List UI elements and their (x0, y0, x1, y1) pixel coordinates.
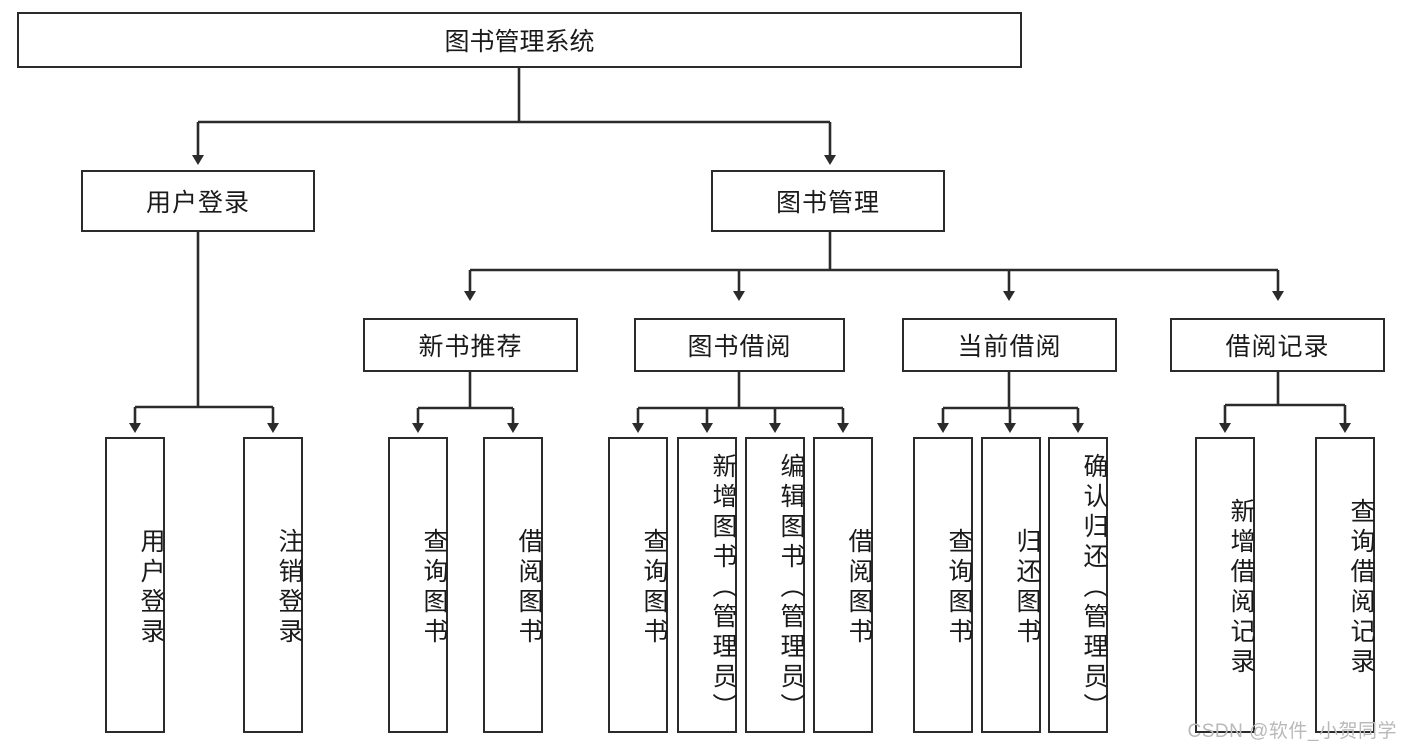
node-label: 归还图书 (1013, 528, 1041, 648)
node-new-book-recommend[interactable]: 新书推荐 (363, 318, 578, 372)
node-label: 图书管理系统 (444, 28, 595, 56)
node-label: 借阅图书 (845, 528, 873, 648)
node-book-management[interactable]: 图书管理 (711, 170, 945, 232)
node-label: 图书借阅 (687, 333, 792, 361)
node-root-book-management-system[interactable]: 图书管理系统 (17, 12, 1022, 68)
leaf-new-book-query-book[interactable]: 查询图书 (388, 437, 448, 733)
node-label: 用户登录 (145, 189, 250, 217)
leaf-user-login-logout[interactable]: 注销登录 (243, 437, 303, 733)
leaf-new-book-borrow-book[interactable]: 借阅图书 (483, 437, 543, 733)
csdn-watermark: CSDN @软件_小贺同学 (1187, 721, 1397, 742)
node-label: 新增借阅记录 (1227, 498, 1255, 678)
node-label: 查询图书 (945, 528, 973, 648)
node-label: 确认归还（管理员） (1080, 453, 1108, 723)
leaf-borrow-record-add-record[interactable]: 新增借阅记录 (1195, 437, 1255, 733)
leaf-book-borrow-borrow-book[interactable]: 借阅图书 (813, 437, 873, 733)
leaf-book-borrow-edit-book-admin[interactable]: 编辑图书（管理员） (745, 437, 805, 733)
node-label: 新增图书（管理员） (709, 453, 737, 723)
node-current-borrow[interactable]: 当前借阅 (902, 318, 1117, 372)
node-book-borrow[interactable]: 图书借阅 (634, 318, 845, 372)
node-label: 图书管理 (775, 189, 880, 217)
node-label: 借阅图书 (515, 528, 543, 648)
leaf-current-borrow-return-book[interactable]: 归还图书 (981, 437, 1041, 733)
node-label: 当前借阅 (957, 333, 1062, 361)
leaf-user-login-login[interactable]: 用户登录 (105, 437, 165, 733)
node-label: 查询图书 (640, 528, 668, 648)
node-label: 借阅记录 (1225, 333, 1330, 361)
node-user-login[interactable]: 用户登录 (81, 170, 315, 232)
node-label: 编辑图书（管理员） (777, 453, 805, 723)
leaf-current-borrow-confirm-return-admin[interactable]: 确认归还（管理员） (1048, 437, 1108, 733)
leaf-book-borrow-query-book[interactable]: 查询图书 (608, 437, 668, 733)
node-label: 注销登录 (275, 528, 303, 648)
leaf-borrow-record-query-record[interactable]: 查询借阅记录 (1315, 437, 1375, 733)
node-borrow-record[interactable]: 借阅记录 (1170, 318, 1385, 372)
leaf-book-borrow-add-book-admin[interactable]: 新增图书（管理员） (677, 437, 737, 733)
node-label: 查询图书 (420, 528, 448, 648)
leaf-current-borrow-query-book[interactable]: 查询图书 (913, 437, 973, 733)
node-label: 查询借阅记录 (1347, 498, 1375, 678)
node-label: 用户登录 (137, 528, 165, 648)
node-label: 新书推荐 (418, 333, 523, 361)
